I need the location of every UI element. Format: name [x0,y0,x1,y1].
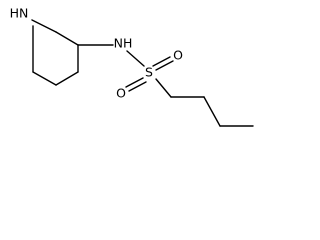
double-bond-s-o-top [152,56,174,71]
sulfur-label: S [145,65,153,80]
oxygen-top-label: O [173,48,183,63]
ring-nitrogen-label: HN [10,6,29,21]
bond-c5-c6 [32,71,57,86]
butyl-chain [155,78,254,127]
piperidine-ring [31,19,79,86]
oxygen-bottom-label: O [116,86,126,101]
bond-n1-c2 [31,19,57,33]
molecule-diagram: HN NH S O O [9,5,254,127]
double-bond-s-o-bottom [125,77,147,92]
bond-c4-c5 [55,71,79,86]
molecule-structure: HN NH S O O [10,6,254,127]
bond-s-c1 [155,78,172,98]
amide-nitrogen-label: NH [114,36,133,51]
bond-c2-c3 [55,31,79,46]
bond-nh-s [126,50,145,67]
bond-c2-c3-chain [203,96,221,127]
